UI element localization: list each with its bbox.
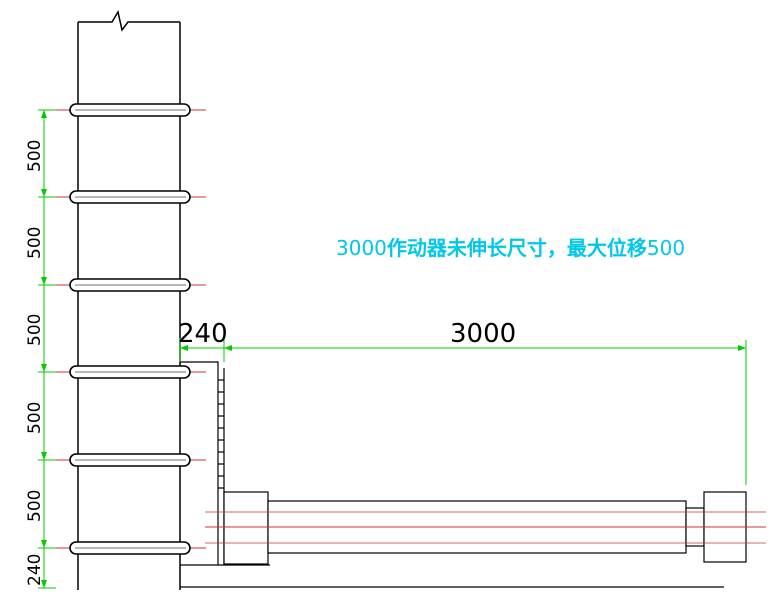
- break-symbol: [78, 10, 180, 32]
- column: [77, 10, 181, 590]
- dim-label-500-5: 500: [25, 490, 45, 522]
- anchor-bolt: [55, 453, 206, 467]
- annotation-text: 作动器未伸长尺寸，最大位移: [386, 236, 647, 260]
- anchor-bolt: [55, 541, 206, 555]
- annotation-displacement: 500: [646, 236, 686, 260]
- actuator: [205, 491, 766, 565]
- actuator-base-block: [223, 491, 269, 565]
- dim-label-500-1: 500: [25, 140, 45, 172]
- anchor-bolt: [55, 103, 206, 117]
- anchor-bolt: [55, 365, 206, 379]
- vertical-dimensions: [38, 109, 56, 589]
- dim-label-3000: 3000: [450, 319, 516, 349]
- dim-label-240-horizontal: 240: [178, 319, 228, 349]
- horizontal-dimensions: [179, 338, 747, 485]
- dim-label-500-4: 500: [25, 402, 45, 434]
- annotation-length: 3000: [336, 236, 387, 260]
- anchor-bolt: [55, 278, 206, 292]
- anchor-bolt: [55, 190, 206, 204]
- dim-label-500-3: 500: [25, 314, 45, 346]
- anchor-bolts: [55, 103, 206, 555]
- actuator-annotation: 3000作动器未伸长尺寸，最大位移500: [336, 232, 685, 261]
- dim-label-500-2: 500: [25, 227, 45, 259]
- dim-label-240-vertical: 240: [25, 554, 45, 586]
